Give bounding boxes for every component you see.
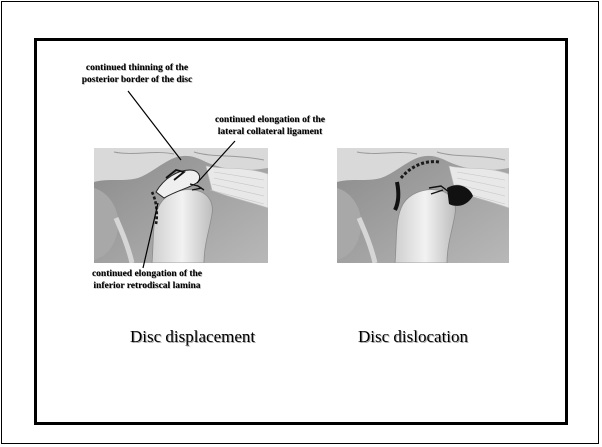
leader-line-lateral-ligament — [197, 141, 235, 183]
leader-line-retrodiscal-lamina — [143, 203, 158, 268]
leader-line-posterior-border — [128, 91, 181, 160]
caption-disc-displacement: Disc displacement — [130, 327, 255, 347]
caption-disc-dislocation: Disc dislocation — [358, 327, 468, 347]
